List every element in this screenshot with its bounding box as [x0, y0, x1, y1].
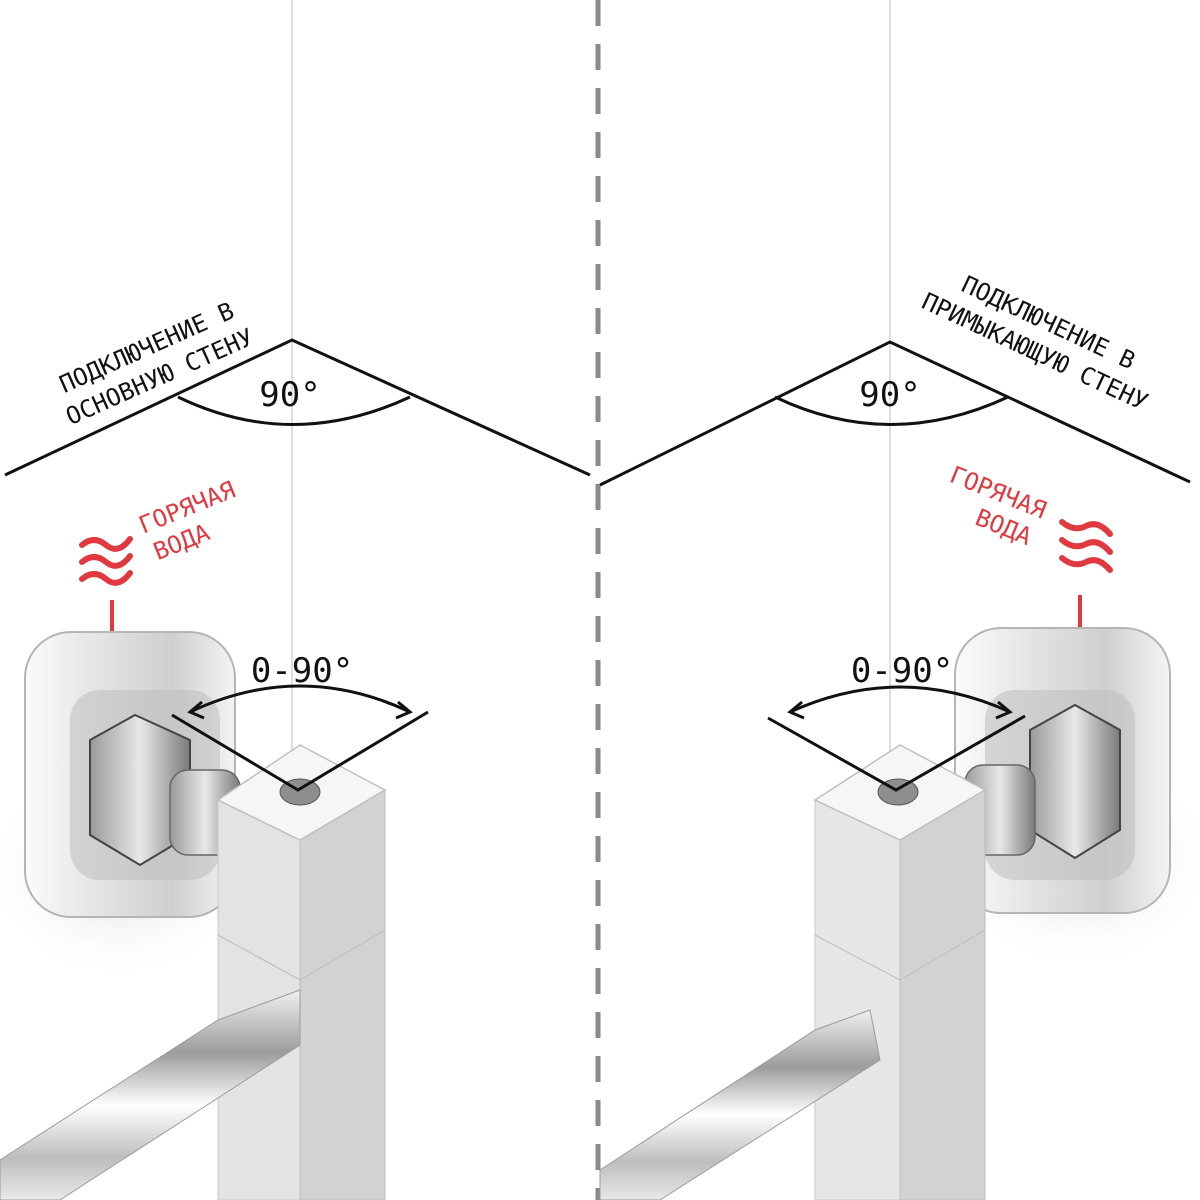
left-panel: 90° ПОДКЛЮЧЕНИЕ В ОСНОВНУЮ СТЕНУ ГОРЯЧАЯ… [0, 0, 591, 1200]
hot-water-waves-icon [1059, 519, 1113, 573]
floor-corner-lines [599, 340, 1191, 487]
rotation-range-arc [789, 685, 1011, 714]
towel-rail-bar [0, 989, 301, 1200]
rotation-range-lines [171, 710, 429, 792]
corner-angle-arc [177, 395, 411, 426]
corner-angle-label: 90° [859, 375, 920, 415]
hot-water-waves-icon [79, 536, 133, 586]
hex-nut [1029, 703, 1121, 860]
rotation-range-label: 0-90° [251, 651, 353, 691]
corner-angle-label: 90° [259, 375, 320, 415]
rotation-range-arc [189, 684, 411, 714]
rotation-range-label: 0-90° [851, 651, 953, 691]
corner-angle-arc [774, 395, 1009, 426]
right-panel: 90° ПОДКЛЮЧЕНИЕ В ПРИМЫКАЮЩУЮ СТЕНУ ГОРЯ… [599, 0, 1200, 1200]
floor-corner-lines [4, 338, 591, 477]
towel-rail-bar [599, 1009, 881, 1200]
rotation-range-lines [767, 714, 1026, 792]
